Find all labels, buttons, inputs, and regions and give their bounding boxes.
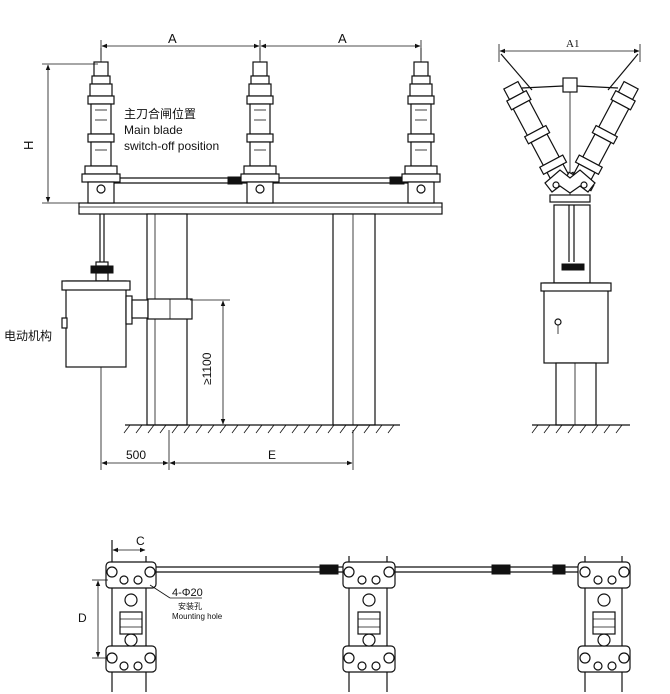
dimension-a-left — [100, 40, 261, 60]
side-motor-box — [540, 282, 612, 364]
main-blade-label-cn: 主刀合闸位置 — [124, 106, 196, 121]
side-support-column — [553, 204, 591, 284]
base-frame — [78, 202, 443, 215]
insulator-right — [401, 48, 441, 204]
mounting-holes-cn: 安装孔 — [178, 601, 202, 611]
ground-line-side — [531, 424, 630, 434]
side-base-clamp — [544, 169, 596, 203]
motor-mechanism-label: 电动机构 — [4, 328, 52, 343]
dimension-a-left-label: A — [168, 31, 177, 46]
plan-view: C D 4-Φ20 安装孔 Mounting hole — [78, 534, 631, 692]
side-view: A1 — [498, 38, 641, 434]
dimension-500-label: 500 — [126, 448, 146, 462]
dimension-d — [92, 579, 108, 659]
dimension-h — [42, 63, 98, 204]
dimension-c-label: C — [136, 534, 145, 548]
dimension-e — [169, 430, 354, 470]
dimension-a-right-label: A — [338, 31, 347, 46]
front-view: A A H ≥1100 500 E 主刀合闸位置 Main blade swit… — [4, 31, 443, 470]
motor-mechanism — [61, 280, 193, 368]
main-blade-label-en-2: switch-off position — [124, 139, 219, 153]
ground-line-front — [123, 424, 400, 434]
dimension-1100 — [190, 299, 230, 425]
dimension-a-right — [260, 40, 422, 60]
dimension-1100-label: ≥1100 — [200, 352, 214, 385]
mounting-holes-spec: 4-Φ20 — [172, 587, 203, 599]
dimension-a1-label: A1 — [566, 38, 579, 50]
insulator-left — [81, 48, 121, 204]
dimension-h-label: H — [21, 141, 36, 150]
dimension-d-label: D — [78, 611, 87, 625]
bus-bar — [112, 176, 408, 185]
dimension-500 — [100, 367, 170, 470]
insulator-middle — [240, 48, 280, 204]
plan-unit-middle — [342, 556, 396, 692]
operating-shaft — [90, 214, 114, 282]
support-post-right — [332, 213, 376, 426]
mounting-holes-en: Mounting hole — [172, 612, 223, 621]
plan-unit-left — [105, 540, 157, 692]
side-post — [555, 362, 597, 426]
main-blade-label-en-1: Main blade — [124, 123, 183, 137]
plan-unit-right — [577, 556, 631, 692]
dimension-a1 — [498, 44, 641, 62]
dimension-e-label: E — [268, 448, 276, 462]
